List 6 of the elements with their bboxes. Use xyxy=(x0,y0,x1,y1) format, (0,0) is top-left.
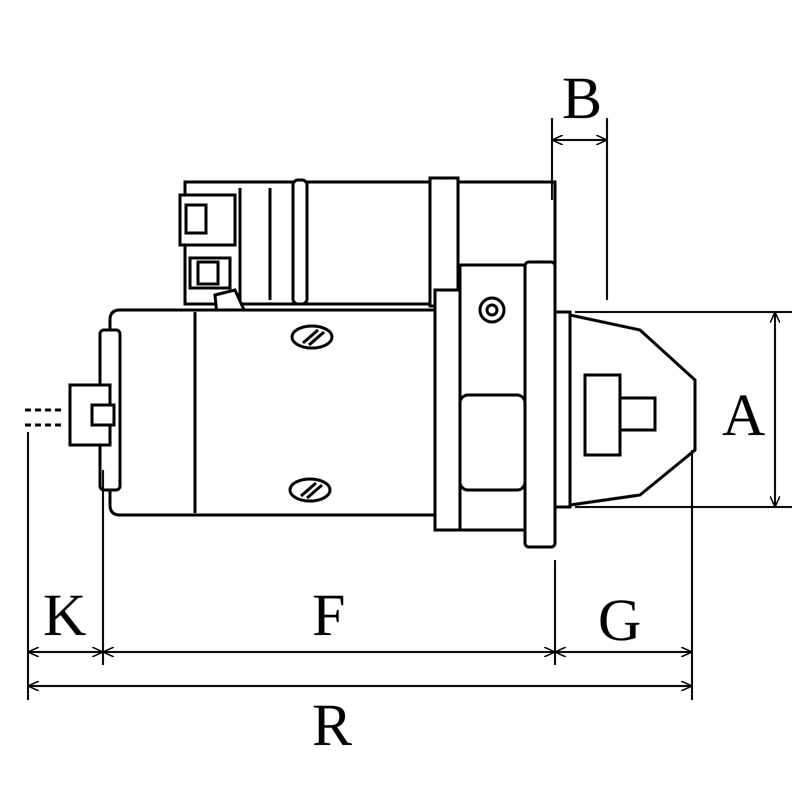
dimension-label: G xyxy=(598,590,642,650)
dimension-label: A xyxy=(722,385,766,445)
dimension-label: R xyxy=(312,695,352,755)
dimension-label: B xyxy=(562,68,602,128)
dimension-label: F xyxy=(312,585,346,645)
dimension-label: K xyxy=(43,585,86,645)
